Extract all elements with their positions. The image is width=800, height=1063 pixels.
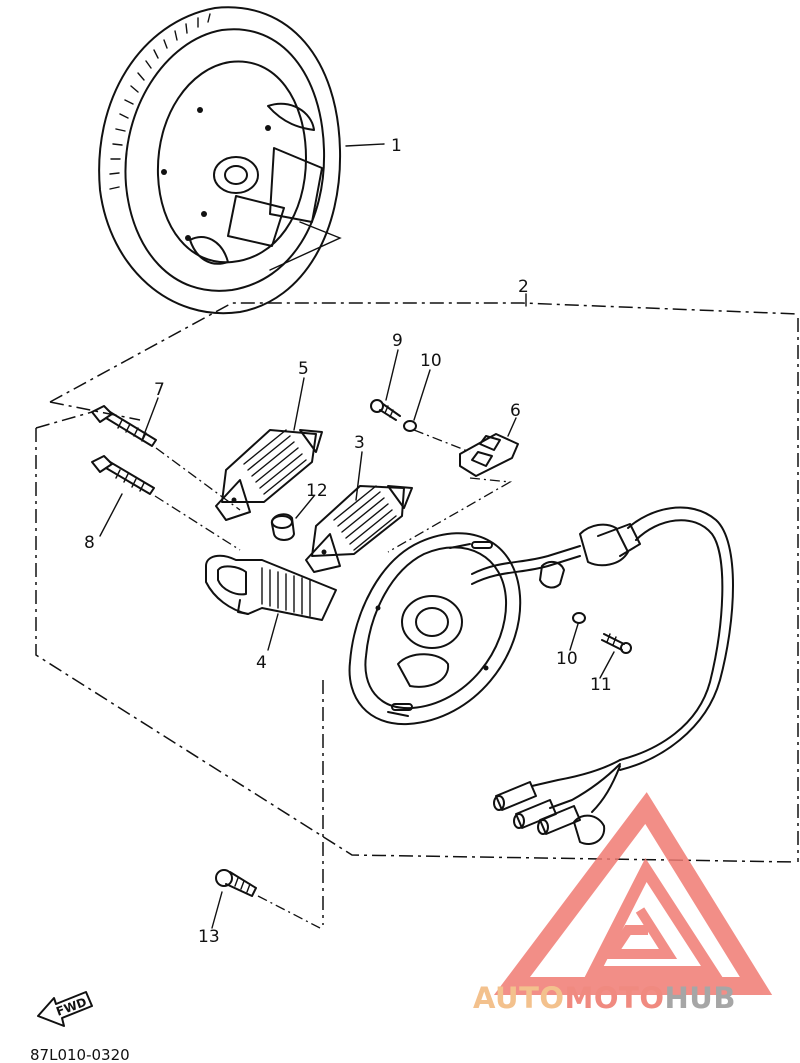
- diagram-code: 87L010-0320: [30, 1046, 130, 1063]
- part-label-10a: 10: [420, 351, 442, 371]
- bolt-8: [91, 455, 241, 551]
- fwd-arrow-icon: FWD: [37, 991, 93, 1027]
- part-label-4: 4: [256, 653, 267, 673]
- leader-lines: [99, 143, 615, 929]
- clamp-6: [387, 433, 519, 553]
- part-label-9: 9: [392, 331, 403, 351]
- part-label-1: 1: [391, 136, 402, 156]
- part-label-8: 8: [84, 533, 95, 553]
- part-label-2: 2: [518, 277, 529, 297]
- part-label-6: 6: [510, 401, 521, 421]
- part-label-7: 7: [154, 380, 165, 400]
- part-label-13: 13: [198, 927, 220, 947]
- flywheel-rotor: [98, 6, 342, 315]
- bolt-7: [91, 405, 241, 511]
- pulser-coil-4: [205, 554, 337, 621]
- assembly-outline: [35, 302, 799, 925]
- bolt-13: [215, 869, 321, 929]
- part-label-3: 3: [354, 433, 365, 453]
- screw-11: [601, 633, 632, 654]
- coil-5: [215, 429, 323, 521]
- stator-plate: [348, 532, 522, 726]
- washer-10b: [572, 612, 586, 624]
- washer-10a: [403, 420, 471, 453]
- part-label-12: 12: [306, 481, 328, 501]
- part-labels: 1 2 3 4 5 6 7 8 9 10 10 11 12 13: [84, 136, 612, 947]
- coil-3: [305, 485, 413, 573]
- part-label-11: 11: [590, 675, 612, 695]
- part-label-10b: 10: [556, 649, 578, 669]
- collar-12: [270, 513, 295, 541]
- part-label-5: 5: [298, 359, 309, 379]
- wire-harness: [471, 506, 734, 845]
- screw-9: [370, 399, 401, 421]
- watermark-text: AUTOMOTOHUB: [473, 981, 736, 1015]
- automotohub-logo-icon: [493, 792, 773, 995]
